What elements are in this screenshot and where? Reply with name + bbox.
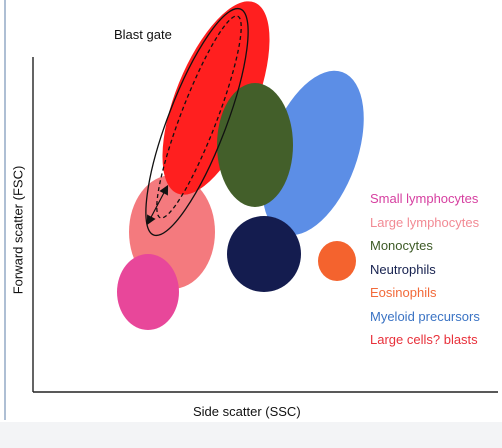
bottom-band — [0, 422, 502, 448]
legend-item-neutrophils: Neutrophils — [370, 261, 436, 277]
population-large-cells-blasts — [162, 1, 270, 195]
left-border-rule — [4, 0, 6, 420]
legend-item-myeloid-precursors: Myeloid precursors — [370, 308, 480, 324]
population-monocytes — [217, 83, 293, 207]
population-myeloid-precursors — [262, 70, 364, 236]
y-axis-label: Forward scatter (FSC) — [10, 165, 26, 295]
legend-item-large-cells-blasts: Large cells? blasts — [370, 332, 478, 347]
x-axis-label: Side scatter (SSC) — [193, 404, 301, 419]
legend-item-small-lymphocytes: Small lymphocytes — [370, 191, 479, 206]
legend-item-monocytes: Monocytes — [370, 238, 433, 253]
blast-gate-inner-dashed — [156, 15, 242, 219]
population-neutrophils — [227, 216, 301, 292]
blast-gate-label: Blast gate — [114, 27, 172, 42]
blast-gate-outline — [145, 7, 249, 237]
legend-item-eosinophils: Eosinophils — [370, 285, 437, 300]
legend: Small lymphocytes Large lymphocytes Mono… — [370, 191, 480, 356]
population-eosinophils — [318, 241, 356, 281]
blast-gate-arrow — [146, 184, 169, 226]
population-small-lymphocytes — [117, 254, 179, 330]
legend-item-large-lymphocytes: Large lymphocytes — [370, 214, 480, 230]
